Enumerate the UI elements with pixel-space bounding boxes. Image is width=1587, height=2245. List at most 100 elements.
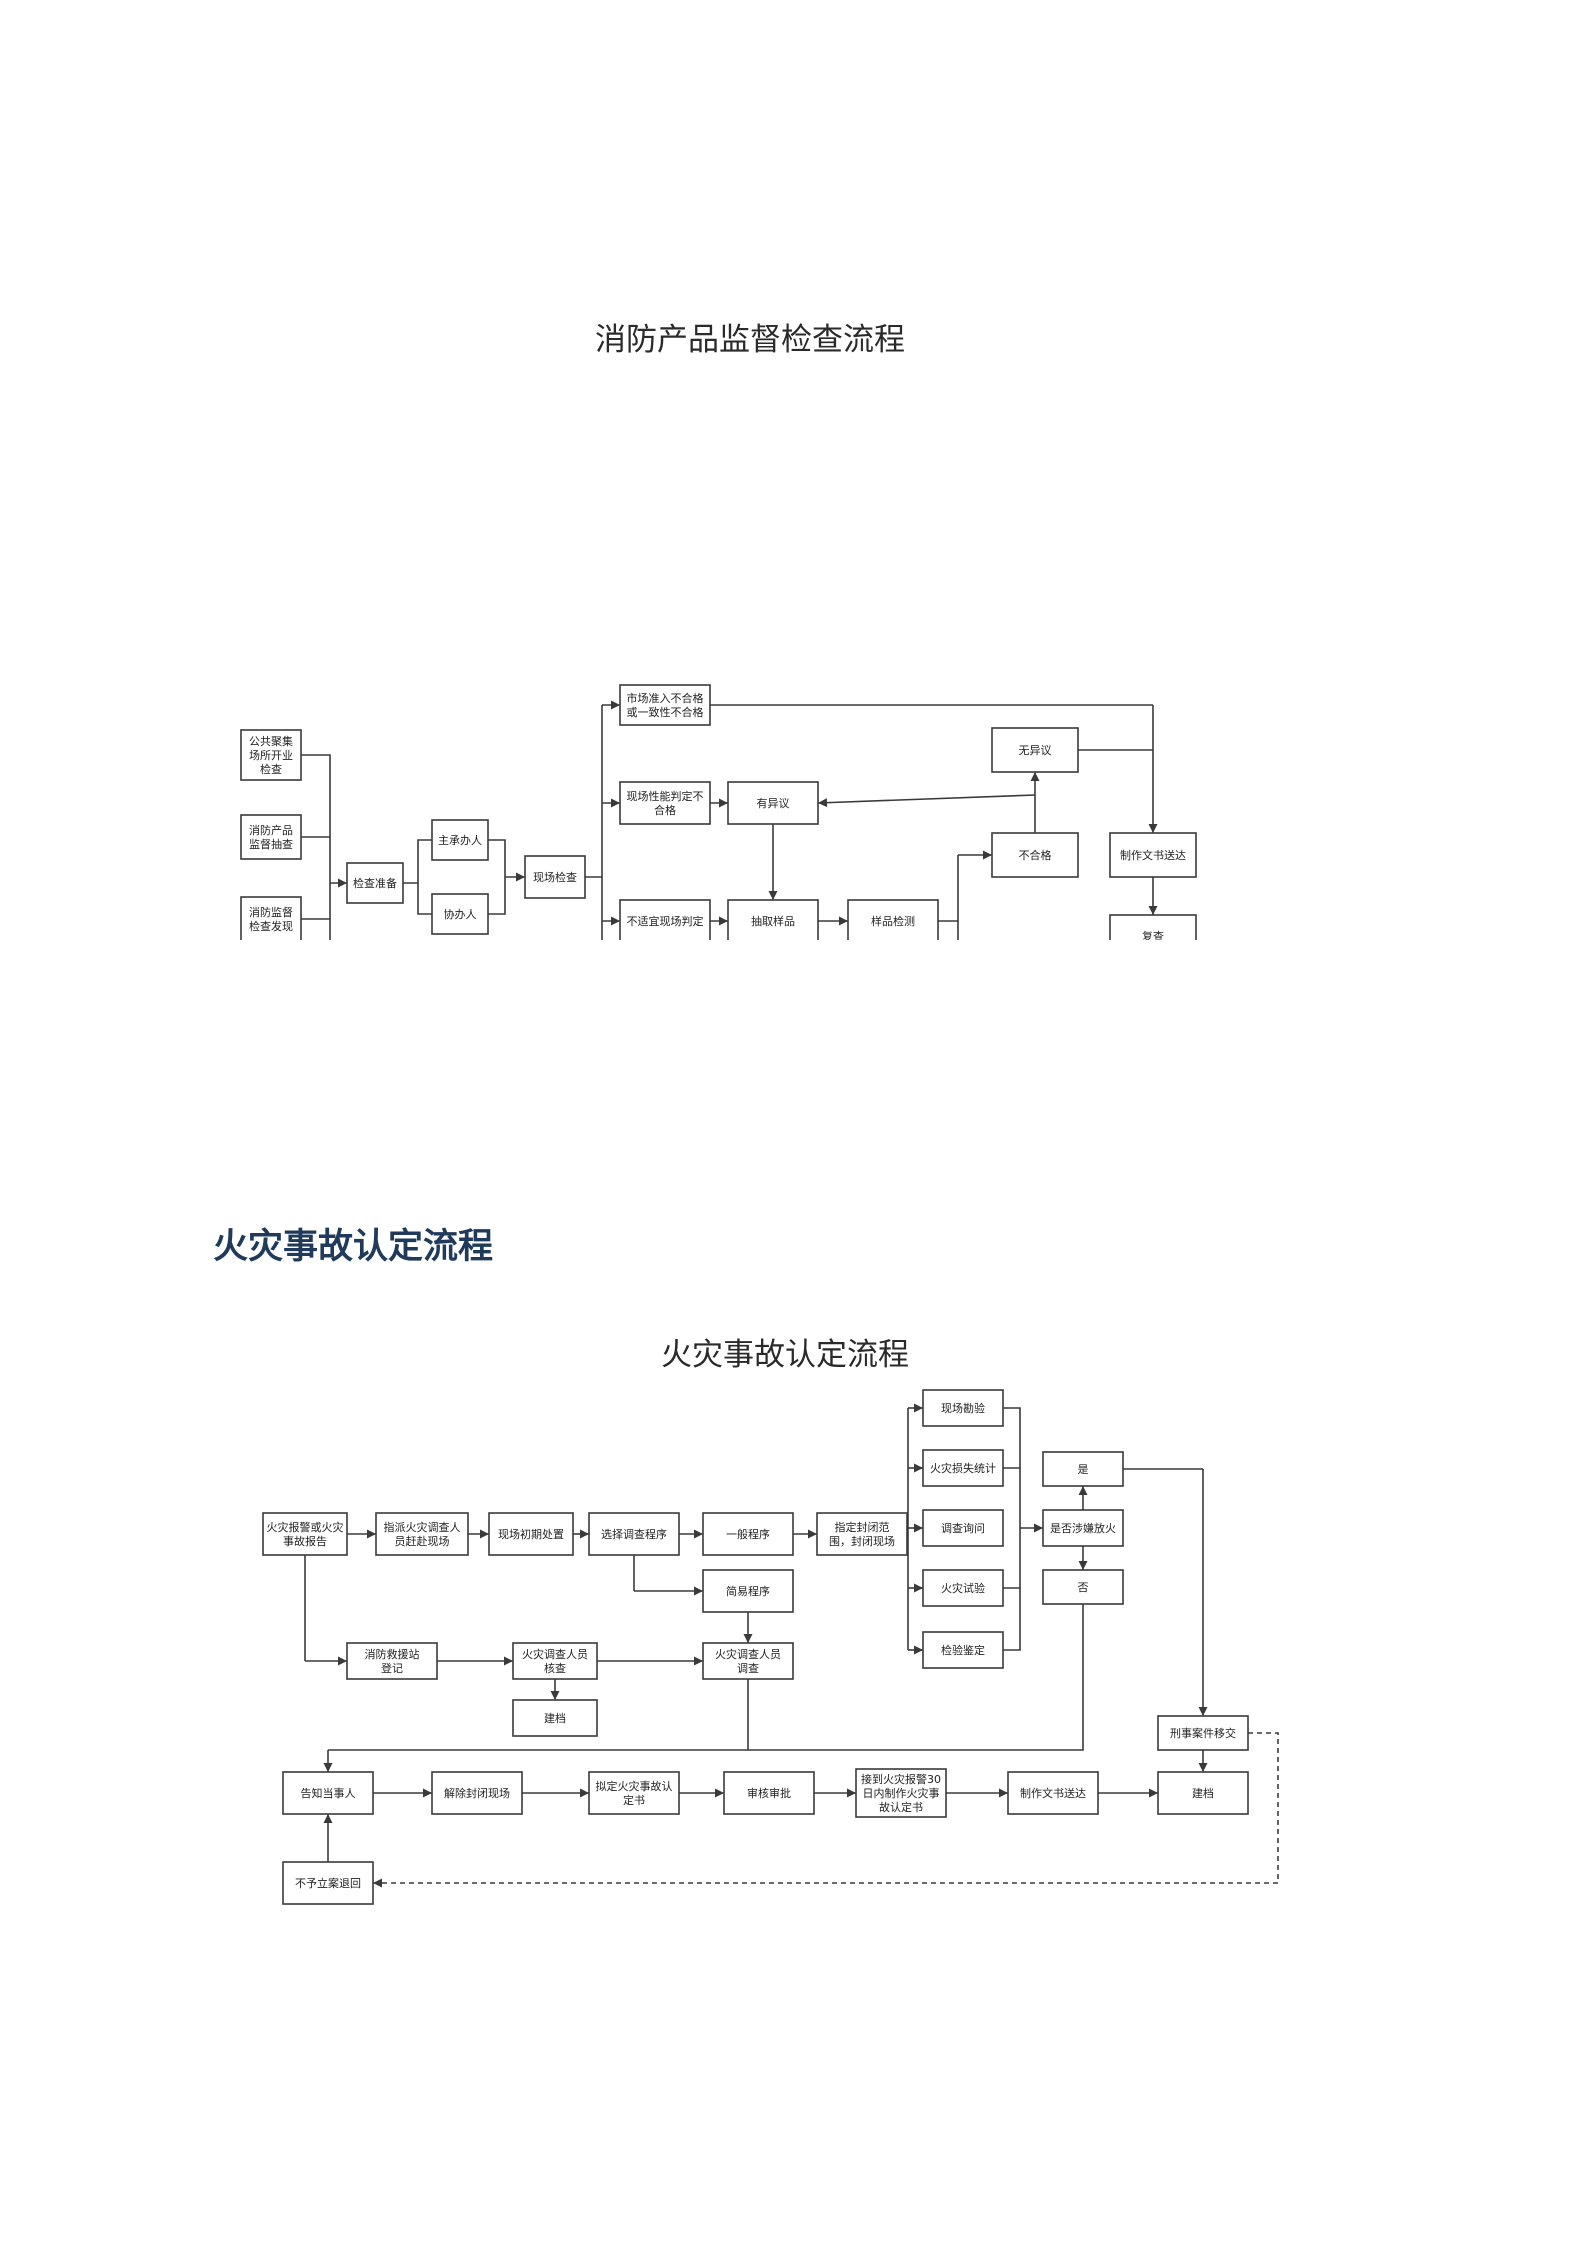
fire-connector-36-head bbox=[999, 1788, 1008, 1798]
fire-connector-38-head bbox=[323, 1814, 333, 1823]
fire-node-label: 现场初期处置 bbox=[498, 1527, 564, 1541]
fire-accident-flowchart-canvas: 火灾事故认定流程 火灾报警或火灾事故报告指派火灾调查人员赶赴现场现场初期处置选择… bbox=[262, 1337, 1279, 1905]
fire-node-label: 接到火灾报警30 bbox=[861, 1772, 941, 1786]
fire-connector-32-head bbox=[423, 1788, 432, 1798]
fire-node-label: 指定封闭范 bbox=[835, 1520, 890, 1534]
fire-node-label: 检验鉴定 bbox=[941, 1643, 985, 1657]
fire-node-label: 火灾报警或火灾 bbox=[267, 1520, 344, 1534]
fire-node-label: 告知当事人 bbox=[301, 1786, 356, 1800]
fire-node-label: 火灾调查人员 bbox=[522, 1647, 588, 1661]
fire-node-box bbox=[282, 1861, 374, 1905]
inspection-node-n_bhg: 不合格 bbox=[991, 832, 1079, 878]
fire-node-f_jcfb: 解除封闭现场 bbox=[431, 1771, 523, 1815]
inspection-node-n_zzws: 制作文书送达 bbox=[1109, 832, 1197, 878]
inspection-connector-10-head bbox=[611, 700, 620, 710]
inspection-node-box bbox=[1109, 832, 1197, 878]
fire-node-box bbox=[588, 1512, 680, 1556]
inspection-node-n_yyy: 有异议 bbox=[727, 781, 819, 825]
fire-node-label: 现场勘验 bbox=[941, 1401, 985, 1415]
fire-node-box bbox=[1042, 1509, 1124, 1547]
fire-node-label: 火灾损失统计 bbox=[930, 1461, 996, 1475]
inspection-node-label: 消防监督 bbox=[249, 905, 293, 919]
fire-connector-31 bbox=[748, 1604, 1084, 1751]
fire-node-f_jd2: 建档 bbox=[1157, 1771, 1249, 1815]
fire-node-box bbox=[282, 1771, 374, 1815]
inspection-node-label: 有异议 bbox=[757, 796, 790, 810]
fire-node-box bbox=[855, 1768, 947, 1818]
fire-connector-7-head bbox=[743, 1634, 753, 1643]
inspection-connector-16-head bbox=[768, 891, 778, 900]
fire-node-f_shsp: 审核审批 bbox=[723, 1771, 815, 1815]
fire-node-label: 指派火灾调查人 bbox=[384, 1520, 461, 1534]
fire-connector-34-head bbox=[715, 1788, 724, 1798]
fire-node-f_xckc: 现场勘验 bbox=[922, 1389, 1004, 1427]
fire-node-label: 围，封闭现场 bbox=[829, 1534, 895, 1548]
fire-connector-33-head bbox=[580, 1788, 589, 1798]
inspection-connector-11-head bbox=[611, 798, 620, 808]
inspection-node-box bbox=[619, 899, 711, 940]
fire-node-box bbox=[922, 1389, 1004, 1427]
inspection-node-box bbox=[1109, 914, 1197, 940]
inspection-connector-26-head bbox=[1148, 824, 1158, 833]
fire-connector-27-head bbox=[694, 1656, 703, 1666]
fire-node-f_gzdsr: 告知当事人 bbox=[282, 1771, 374, 1815]
fire-connector-13-head bbox=[914, 1583, 923, 1593]
inspection-node-label: 公共聚集 bbox=[249, 734, 293, 748]
fire-node-f_dcxw: 调查询问 bbox=[922, 1509, 1004, 1547]
inspection-node-label: 现场性能判定不 bbox=[627, 789, 704, 803]
inspection-node-label: 监督抽查 bbox=[249, 837, 293, 851]
inspection-node-n_wyy: 无异议 bbox=[991, 727, 1079, 773]
fire-node-f_jyjd: 检验鉴定 bbox=[922, 1631, 1004, 1669]
fire-node-label: 建档 bbox=[1192, 1786, 1214, 1800]
inspection-node-label: 检查发现 bbox=[249, 919, 293, 933]
inspection-node-n_bsyxc: 不适宜现场判定 bbox=[619, 899, 711, 940]
fire-node-box bbox=[702, 1512, 794, 1556]
inspection-connector-5 bbox=[417, 883, 432, 915]
fire-node-f_xzdc: 选择调查程序 bbox=[588, 1512, 680, 1556]
fire-node-label: 否 bbox=[1078, 1581, 1089, 1594]
inspection-node-box bbox=[240, 814, 302, 860]
fire-node-box bbox=[702, 1569, 794, 1613]
fire-node-box bbox=[512, 1642, 598, 1680]
inspection-node-label: 市场准入不合格 bbox=[627, 691, 704, 705]
fire-node-label: 故认定书 bbox=[879, 1800, 923, 1814]
inspection-node-n_zcbr: 主承办人 bbox=[431, 819, 489, 861]
fire-connector-12-head bbox=[914, 1523, 923, 1533]
fire-node-label: 拟定火灾事故认 bbox=[596, 1779, 673, 1793]
fire-connector-0-head bbox=[367, 1529, 376, 1539]
fire-node-box bbox=[375, 1512, 469, 1556]
fire-node-f_jycx: 简易程序 bbox=[702, 1569, 794, 1613]
inspection-connector-4 bbox=[403, 839, 432, 884]
fire-node-box bbox=[1042, 1569, 1124, 1605]
fire-connector-22-head bbox=[1198, 1707, 1208, 1716]
fire-node-label: 刑事案件移交 bbox=[1170, 1726, 1236, 1740]
fire-connector-4-head bbox=[808, 1529, 817, 1539]
section-heading: 火灾事故认定流程 bbox=[213, 1227, 494, 1267]
inspection-connector-23 bbox=[817, 794, 1036, 804]
fire-connector-1-head bbox=[480, 1529, 489, 1539]
inspection-connector-7-head bbox=[516, 872, 525, 882]
fire-node-f_hzsy: 火灾试验 bbox=[922, 1569, 1004, 1607]
fire-node-label: 制作文书送达 bbox=[1020, 1786, 1086, 1800]
fire-node-label: 审核审批 bbox=[747, 1786, 791, 1800]
fire-node-box bbox=[1157, 1715, 1249, 1751]
inspection-node-label: 检查 bbox=[260, 762, 282, 776]
inspection-node-label: 不适宜现场判定 bbox=[627, 914, 704, 928]
fire-node-box bbox=[431, 1771, 523, 1815]
inspection-node-label: 检查准备 bbox=[353, 876, 397, 890]
inspection-node-box bbox=[727, 781, 819, 825]
fire-node-box bbox=[262, 1512, 348, 1556]
inspection-connector-17-head bbox=[839, 916, 848, 926]
fire-node-label: 定书 bbox=[623, 1793, 645, 1807]
inspection-node-label: 制作文书送达 bbox=[1120, 848, 1186, 862]
fire-node-f_zzws: 制作文书送达 bbox=[1007, 1771, 1099, 1815]
inspection-connector-0 bbox=[301, 754, 331, 940]
inspection-node-n_xbr: 协办人 bbox=[431, 893, 489, 935]
fire-node-f_byla: 不予立案退回 bbox=[282, 1861, 374, 1905]
fire-connector-18-head bbox=[1034, 1523, 1043, 1533]
